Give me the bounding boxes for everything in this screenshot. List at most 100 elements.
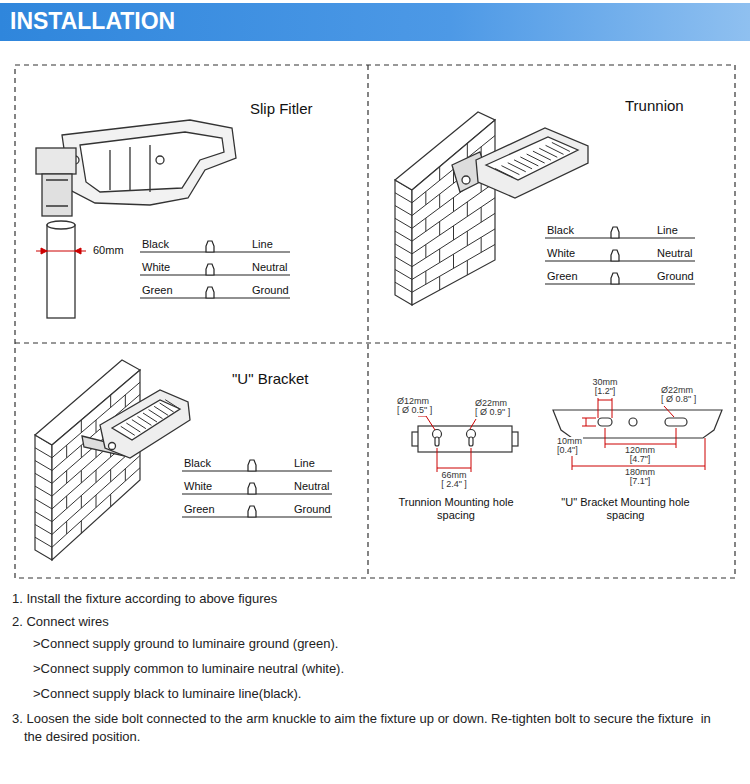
brick-joint [125,469,126,481]
cooling-fin [143,413,157,422]
pole-top [47,221,75,229]
brick-joint [439,167,440,181]
wire-label: White [547,247,575,259]
brick-joint [425,271,426,284]
header-band [0,3,750,41]
extension-line [598,398,599,418]
dimension-line [598,400,612,401]
brick-joint [395,244,412,254]
slip-fitter-knuckle [36,148,76,174]
brick-joint [35,524,52,534]
brick-joint [125,395,126,407]
brick-joint [81,470,82,483]
fixture-body [100,390,190,458]
brick-joint [52,419,140,496]
fixture-lens [112,400,180,440]
brick-joint [81,420,82,433]
brick-joint [481,237,482,252]
wire-label: Ground [657,270,694,282]
brick-joint [467,202,468,217]
keyhole-slot [435,437,439,446]
wire-label: Ground [294,503,331,515]
dimension-label: 60mm [93,244,124,256]
wire-connector [206,287,214,298]
instruction: 2. Connect wires [12,613,109,631]
dimension-label: [1.2"] [594,387,617,397]
slip-fitter-fixture [36,120,236,216]
brick-joint [453,254,454,268]
wire-connector [611,273,619,284]
u-bracket-fixture [82,390,190,458]
fixture-body [62,120,236,205]
brick-joint [35,448,52,458]
pole [47,221,75,318]
dimension-line [572,466,705,467]
panel-heading: Slip Fitler [250,100,360,118]
fixture-rib [110,145,150,192]
brick-joint [81,521,82,534]
brick-joint [395,193,412,203]
mounting-hole [629,418,637,426]
brick-joint [395,257,412,267]
mounting-slot [665,418,687,426]
wire-label: Green [184,503,215,515]
instruction: >Connect supply ground to luminaire grou… [33,635,338,653]
cooling-fin [154,406,168,415]
arrowhead [75,248,81,254]
extension-line [705,438,706,470]
extension-line [612,398,613,418]
wire-connector [248,460,256,471]
brick-joint [412,198,495,254]
brick-joint [425,218,426,231]
sleeve-band [46,180,68,206]
wire [140,251,290,252]
brick-joint [96,495,97,508]
brick-joint [81,445,82,458]
mounting-slot [598,418,612,426]
wire-connector [206,241,214,252]
brick-joint [96,470,97,483]
brick-joint [412,182,495,241]
brick-joint [395,206,412,216]
wire-connector [206,264,214,275]
dimension-line [437,468,471,469]
wall-side [395,180,412,305]
brick-joint [439,221,440,235]
cooling-fin [132,420,146,429]
cooling-fin [165,400,179,409]
dimension-label: [ Ø 0.9" ] [474,408,511,418]
extension-line [582,418,596,419]
brick-joint [35,461,52,471]
wire-label: Black [142,238,169,250]
dimension-line [605,444,676,445]
trunnion-fixture [452,128,588,198]
brick-joint [110,494,111,506]
dimension-label: [4.7"] [629,455,652,465]
panel: Slip Fitler [15,65,368,343]
pole-dimension [36,248,86,254]
dashed-frame [15,65,735,578]
leader-line [470,419,476,429]
brick-joint [66,445,67,458]
wire-label: Black [547,224,574,236]
cooling-fin [121,426,135,435]
brick-joint [35,499,52,509]
bolt [109,443,116,450]
frame-border [15,65,735,578]
panel: Trunnion Mounting hole spacing"U" Bracke… [368,343,735,578]
brick-joint [81,496,82,509]
wire-connector [611,227,619,238]
instruction: >Connect supply black to luminaire line(… [33,685,301,703]
brick-joint [467,260,468,275]
wire-label: Green [547,270,578,282]
wire-connector [248,506,256,517]
u-bracket-dimensions [572,398,705,470]
brick-joint [439,249,440,263]
bolt [156,156,164,164]
wire-label: Line [294,457,315,469]
pole-body [47,225,75,318]
brick-joint [52,468,140,547]
panel-heading: "U" Bracket Mounting hole spacing [553,496,698,522]
instruction: >Connect supply common to luminaire neut… [33,660,344,678]
brick-joint [35,512,52,522]
